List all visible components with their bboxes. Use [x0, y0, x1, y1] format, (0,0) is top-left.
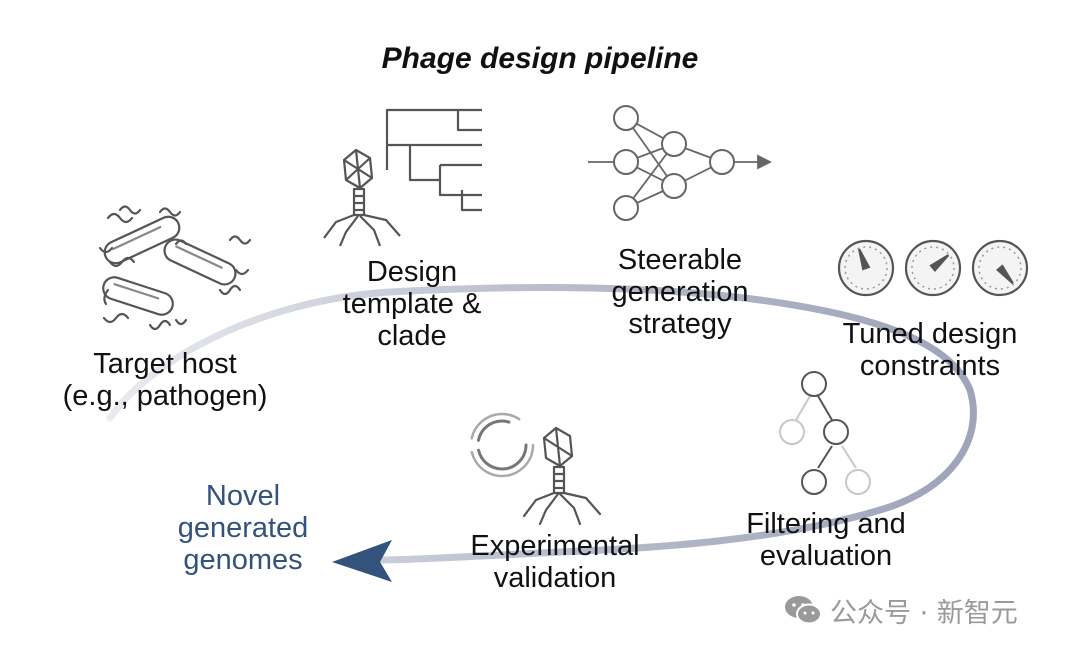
- stage-experimental-validation: Experimental validation: [450, 530, 660, 594]
- flow-path: [106, 284, 977, 564]
- wechat-icon: [785, 596, 822, 625]
- stage-filtering: Filtering and evaluation: [720, 508, 932, 572]
- phage-validation-icon: [469, 412, 602, 526]
- stage-label-line: generation: [611, 276, 749, 308]
- stage-steerable-generation: Steerable generation strategy: [590, 244, 770, 340]
- stage-target-host: Target host (e.g., pathogen): [40, 348, 290, 412]
- stage-label-line: Filtering and: [746, 508, 906, 540]
- stage-label-line: constraints: [859, 350, 1001, 382]
- phage-tree-icon: [323, 108, 482, 247]
- stage-design-template: Design template & clade: [322, 256, 502, 352]
- watermark-text: 公众号 · 新智元: [830, 597, 1018, 629]
- stage-tuned-constraints: Tuned design constraints: [820, 318, 1040, 382]
- output-label-line: generated: [177, 512, 309, 544]
- stage-label-line: evaluation: [759, 540, 893, 572]
- output-arrowhead: [332, 540, 392, 582]
- diagram-title: Phage design pipeline: [381, 42, 699, 75]
- stage-label-line: (e.g., pathogen): [62, 380, 268, 412]
- stage-label-line: template &: [342, 288, 482, 320]
- stage-label-line: Experimental: [470, 530, 640, 562]
- neural-network-icon: [588, 105, 773, 221]
- watermark: 公众号 · 新智元: [784, 592, 1018, 629]
- output-novel-genomes: Novel generated genomes: [160, 480, 326, 576]
- stage-label-line: clade: [377, 320, 447, 352]
- stage-label-line: validation: [493, 562, 617, 594]
- stage-label-line: Tuned design: [842, 318, 1018, 350]
- stage-label-line: Steerable: [617, 244, 743, 276]
- decision-tree-icon: [779, 371, 871, 495]
- output-label-line: genomes: [183, 544, 303, 576]
- bacteria-icon: [98, 205, 252, 331]
- stage-label-line: Design: [366, 256, 458, 288]
- output-label-line: Novel: [205, 480, 281, 512]
- stage-label-line: strategy: [628, 308, 732, 340]
- stage-label-line: Target host: [93, 348, 237, 380]
- gauge-dials-icon: [837, 239, 1029, 297]
